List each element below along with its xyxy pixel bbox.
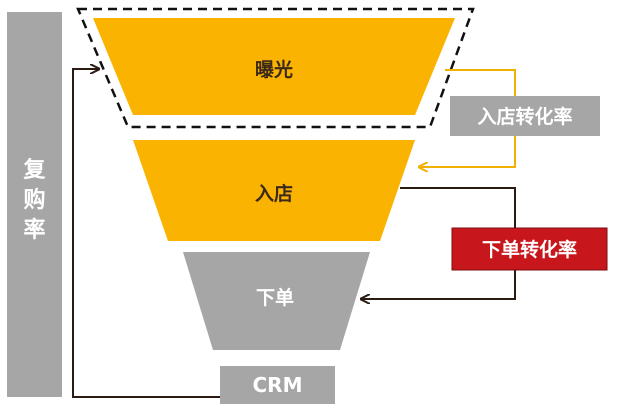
order-conversion-label: 下单转化率 (482, 238, 577, 261)
store-conversion-label: 入店转化率 (477, 105, 572, 128)
repurchase-rate-char-2: 购 (23, 187, 45, 213)
funnel-stage-order (183, 252, 370, 350)
repurchase-loop-arrow (72, 69, 220, 398)
funnel-stage-exposure-label: 曝光 (255, 58, 293, 81)
crm-box (220, 366, 335, 404)
funnel-stage-order-label: 下单 (256, 286, 294, 309)
funnel-stage-store-entry-label: 入店 (255, 182, 293, 205)
order-conversion-badge (451, 227, 608, 271)
funnel-stage-exposure (93, 18, 455, 115)
store-conversion-badge (450, 96, 600, 136)
selection-dashed-outline (76, 7, 475, 129)
repurchase-rate-char-1: 复 (22, 157, 46, 183)
repurchase-rate-bar (7, 12, 62, 397)
funnel-stage-store-entry (133, 140, 415, 241)
repurchase-rate-char-3: 率 (23, 217, 45, 243)
crm-label: CRM (253, 373, 303, 397)
